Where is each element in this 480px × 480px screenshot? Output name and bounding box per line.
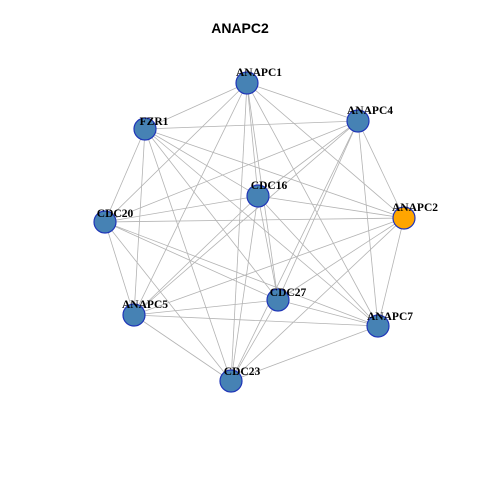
edge-fzr1-cdc16 (144, 128, 259, 197)
edge-anapc4-cdc27 (277, 120, 359, 301)
node-fzr1[interactable] (133, 117, 157, 141)
node-anapc5[interactable] (122, 303, 146, 327)
edge-anapc2-cdc20 (104, 217, 405, 223)
edge-anapc1-fzr1 (144, 82, 248, 130)
edge-anapc4-anapc2 (357, 120, 405, 219)
edge-anapc2-anapc7 (377, 217, 405, 327)
edge-fzr1-anapc2 (144, 128, 405, 219)
node-anapc1[interactable] (235, 71, 259, 95)
edge-cdc16-cdc23 (230, 195, 259, 382)
edge-anapc1-cdc16 (246, 82, 259, 197)
node-label-anapc2: ANAPC2 (392, 202, 438, 214)
edge-anapc1-anapc5 (133, 82, 248, 316)
edge-anapc5-cdc23 (133, 314, 232, 382)
edge-fzr1-anapc5 (133, 128, 146, 316)
node-label-fzr1: FZR1 (140, 116, 169, 128)
node-label-anapc1: ANAPC1 (236, 67, 282, 79)
edge-anapc2-cdc27 (277, 217, 405, 301)
node-label-cdc27: CDC27 (270, 287, 307, 299)
edge-cdc20-cdc23 (104, 221, 232, 382)
node-anapc7[interactable] (366, 314, 390, 338)
edge-cdc27-anapc5 (133, 299, 279, 316)
edge-cdc16-anapc5 (133, 195, 259, 316)
node-label-anapc7: ANAPC7 (367, 311, 413, 323)
edge-cdc16-cdc20 (104, 195, 259, 223)
node-label-cdc16: CDC16 (251, 180, 288, 192)
edge-cdc20-anapc5 (104, 221, 135, 316)
node-cdc23[interactable] (219, 369, 243, 393)
node-label-cdc20: CDC20 (97, 208, 134, 220)
node-label-anapc4: ANAPC4 (347, 105, 393, 117)
edge-anapc4-fzr1 (144, 120, 359, 130)
edge-fzr1-anapc7 (144, 128, 379, 327)
edge-cdc20-anapc7 (104, 221, 379, 327)
edge-anapc4-cdc23 (230, 120, 359, 382)
edge-anapc4-anapc7 (357, 120, 379, 327)
edge-anapc4-cdc20 (104, 120, 359, 223)
edge-anapc5-anapc7 (133, 314, 379, 327)
node-label-cdc23: CDC23 (224, 366, 261, 378)
node-cdc27[interactable] (266, 288, 290, 312)
edges-layer (104, 82, 405, 382)
edge-fzr1-cdc20 (104, 128, 146, 223)
edge-anapc7-cdc23 (230, 325, 379, 382)
graph-title: ANAPC2 (211, 20, 269, 36)
node-label-anapc5: ANAPC5 (122, 299, 168, 311)
node-anapc4[interactable] (346, 109, 370, 133)
edge-anapc1-cdc23 (230, 82, 248, 382)
edge-cdc27-cdc23 (230, 299, 279, 382)
node-anapc2[interactable] (392, 206, 416, 230)
edge-cdc16-cdc27 (257, 195, 279, 301)
labels-layer: ANAPC1ANAPC4FZR1CDC16ANAPC2CDC20CDC27ANA… (97, 67, 438, 378)
node-cdc16[interactable] (246, 184, 270, 208)
edge-cdc27-anapc7 (277, 299, 379, 327)
edge-fzr1-cdc23 (144, 128, 232, 382)
node-cdc20[interactable] (93, 210, 117, 234)
edge-anapc1-anapc2 (246, 82, 405, 219)
edge-cdc16-anapc2 (257, 195, 405, 219)
edge-anapc1-anapc4 (246, 82, 359, 122)
edge-anapc4-anapc5 (133, 120, 359, 316)
edge-anapc2-cdc23 (230, 217, 405, 382)
edge-cdc20-cdc27 (104, 221, 279, 301)
edge-anapc4-cdc16 (257, 120, 359, 197)
edge-cdc16-anapc7 (257, 195, 379, 327)
edge-anapc2-anapc5 (133, 217, 405, 316)
edge-fzr1-cdc27 (144, 128, 279, 301)
edge-anapc1-cdc20 (104, 82, 248, 223)
nodes-layer (93, 71, 416, 393)
